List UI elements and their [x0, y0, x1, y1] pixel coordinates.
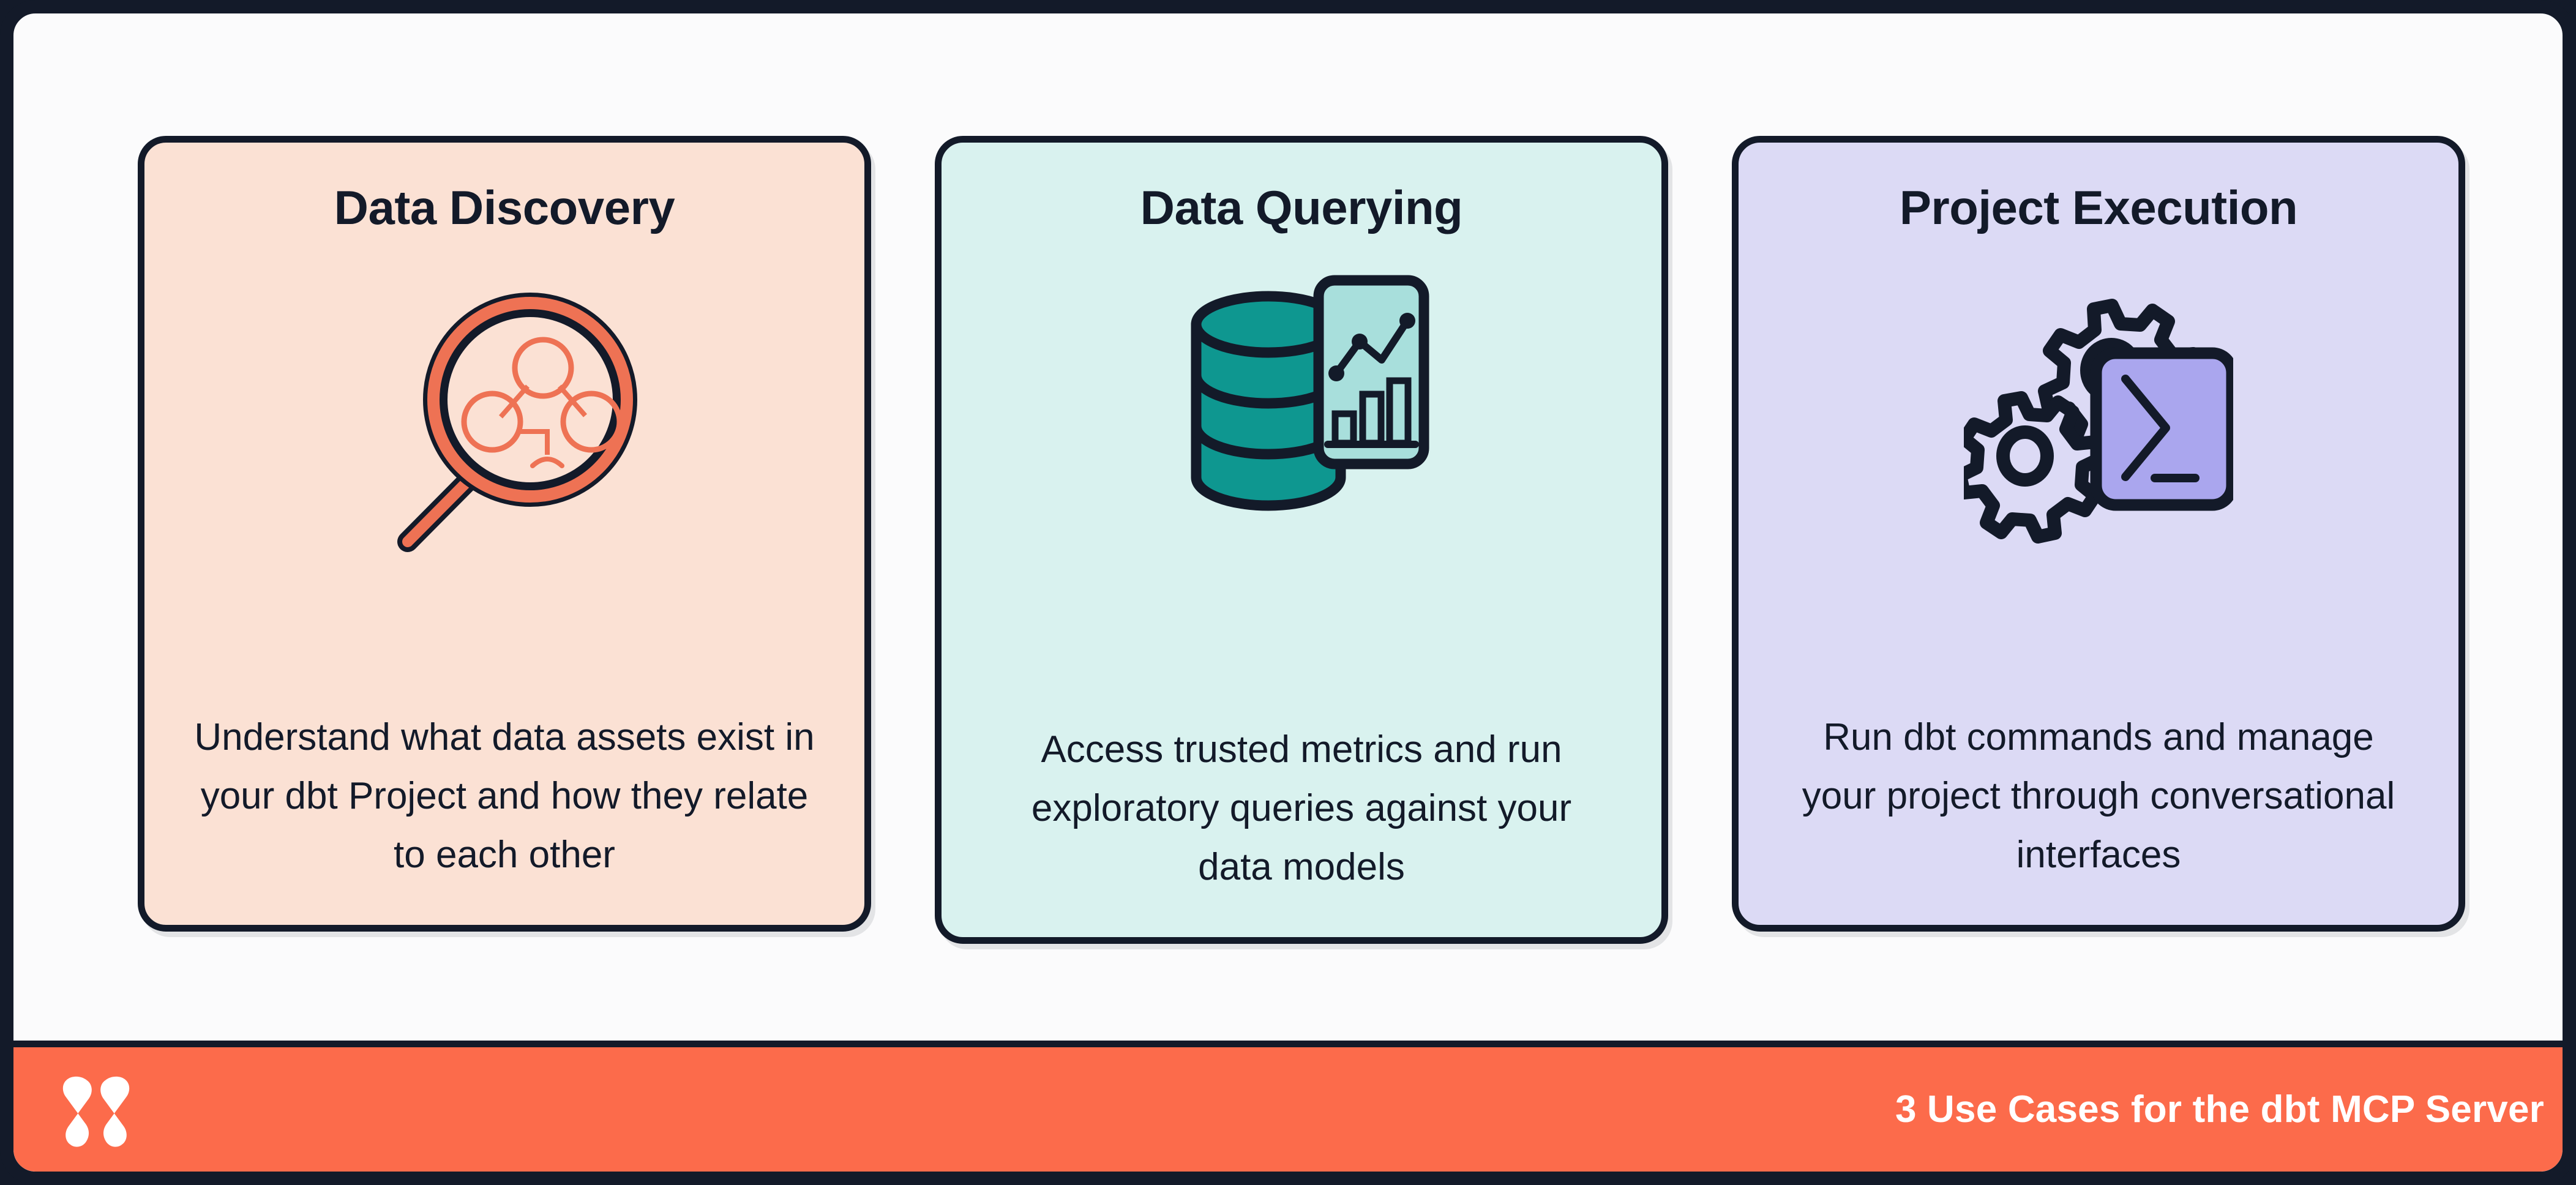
gears-terminal-icon	[1964, 255, 2233, 580]
card-body: Access trusted metrics and run explorato…	[1031, 728, 1572, 888]
card-title: Project Execution	[1899, 181, 2298, 234]
card-body: Understand what data assets exist in you…	[194, 716, 815, 876]
use-case-card-data-discovery[interactable]: Data Discovery	[138, 136, 871, 932]
card-title: Data Querying	[1140, 181, 1463, 234]
dbt-logo	[50, 1064, 142, 1156]
use-case-card-project-execution[interactable]: Project Execution	[1732, 136, 2465, 932]
database-chart-icon	[1167, 247, 1436, 577]
use-case-card-data-querying[interactable]: Data Querying	[935, 136, 1668, 944]
card-title: Data Discovery	[334, 181, 675, 234]
footer-caption: 3 Use Cases for the dbt MCP Server	[1895, 1088, 2544, 1131]
footer-bar: 3 Use Cases for the dbt MCP Server	[13, 1041, 2563, 1172]
magnifier-lineage-icon	[370, 259, 639, 583]
card-body: Run dbt commands and manage your project…	[1802, 716, 2395, 876]
use-case-card-row: Data Discovery	[13, 13, 2563, 1067]
